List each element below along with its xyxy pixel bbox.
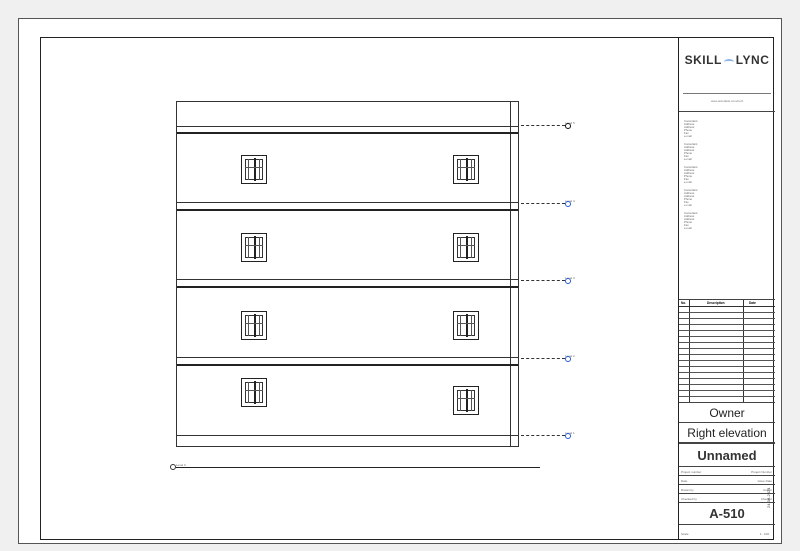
right-wall-line — [510, 102, 511, 446]
sheet-number: A-510 — [679, 503, 775, 525]
floor-line — [177, 202, 518, 203]
level-head-icon — [565, 278, 571, 284]
floor-line — [177, 132, 518, 134]
ground-marker-icon — [170, 464, 176, 470]
window — [453, 311, 479, 340]
level-head-icon — [565, 433, 571, 439]
window — [241, 311, 267, 340]
window — [453, 233, 479, 262]
floor-line — [177, 357, 518, 358]
floor-line — [177, 126, 518, 127]
ground-label: Level 0 — [176, 463, 186, 467]
floor-line — [177, 435, 518, 436]
level-marker[interactable]: Level 5 — [521, 121, 581, 131]
owner-label: Owner — [679, 403, 775, 423]
level-head-icon — [565, 201, 571, 207]
level-marker[interactable]: Level 1 — [521, 431, 581, 441]
project-name: Unnamed — [679, 443, 775, 467]
revision-header: No. Description Date — [679, 300, 775, 307]
window — [453, 386, 479, 415]
level-head-icon — [565, 123, 571, 129]
floor-line — [177, 279, 518, 280]
building-elevation — [176, 101, 519, 447]
window — [453, 155, 479, 184]
print-stamp: 24-06-2024 — [766, 487, 771, 508]
level-marker[interactable]: Level 3 — [521, 276, 581, 286]
logo-subtitle: www.autodesk.com/revit — [710, 99, 744, 103]
floor-line — [177, 209, 518, 211]
sheet-title: Right elevation — [679, 423, 775, 443]
floor-line — [177, 286, 518, 288]
logo-swoosh-icon — [723, 59, 734, 65]
ground-line — [176, 467, 540, 468]
level-head-icon — [565, 356, 571, 362]
window — [241, 233, 267, 262]
window — [241, 378, 267, 407]
level-marker[interactable]: Level 4 — [521, 199, 581, 209]
level-marker[interactable]: Level 2 — [521, 354, 581, 364]
floor-line — [177, 364, 518, 366]
window — [241, 155, 267, 184]
drawing-border — [40, 37, 774, 540]
revision-table: No. Description Date — [679, 300, 775, 403]
